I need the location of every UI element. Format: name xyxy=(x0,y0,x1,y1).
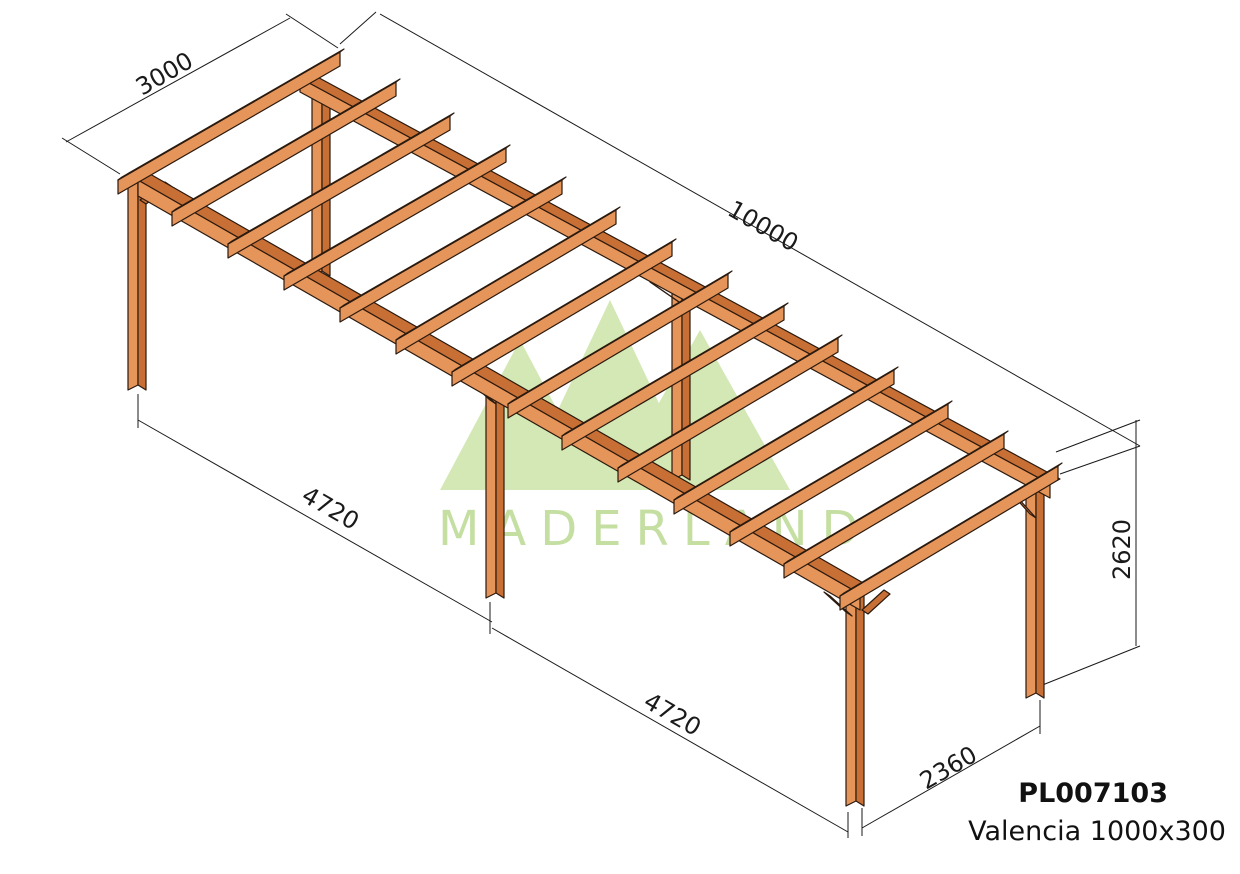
post-front-right xyxy=(845,586,857,807)
rafter-7-top xyxy=(451,238,677,373)
rafter-10-top xyxy=(617,334,843,469)
rafter-8-top xyxy=(507,270,733,405)
post-front-middle xyxy=(485,372,497,599)
dim-width-label: 3000 xyxy=(131,46,198,101)
rafter-4-top xyxy=(283,144,511,277)
product-code: PL007103 xyxy=(1018,778,1168,809)
rafter-5-top xyxy=(339,176,567,309)
post-front-middle-side xyxy=(495,372,505,599)
rafter-11-top xyxy=(673,366,899,501)
brace-front-right-b xyxy=(861,589,891,615)
post-front-left xyxy=(127,176,139,391)
post-back-left xyxy=(311,86,323,277)
rafter-2 xyxy=(171,81,397,227)
post-back-right-side xyxy=(1035,488,1045,699)
rafter-5 xyxy=(339,179,563,323)
rafter-1-top xyxy=(117,48,345,181)
rafter-13-top xyxy=(783,430,1009,565)
rafter-14 xyxy=(839,465,1059,611)
pergola-structure xyxy=(117,48,1063,807)
post-front-right-side xyxy=(855,586,865,807)
product-model: Valencia 1000x300 xyxy=(968,816,1226,847)
rafter-2-top xyxy=(171,78,401,213)
dim-span-right-label: 4720 xyxy=(639,687,706,742)
rafter-9-top xyxy=(561,302,789,437)
post-front-left-side xyxy=(137,176,147,391)
dim-span-left-label: 4720 xyxy=(297,481,364,536)
post-back-right xyxy=(1025,488,1037,699)
dim-length-label: 10000 xyxy=(723,195,803,257)
rafter-3 xyxy=(227,115,451,259)
dim-overhang-label: 2360 xyxy=(915,740,982,795)
post-back-left-side xyxy=(321,86,331,277)
rafter-12-top xyxy=(729,400,953,533)
rafter-6-top xyxy=(395,206,621,341)
rafter-14-top xyxy=(839,462,1063,597)
rafter-3-top xyxy=(227,112,455,245)
dimension-lines xyxy=(61,11,1141,838)
dim-height-label: 2620 xyxy=(1108,519,1136,580)
rafter-6 xyxy=(395,209,617,355)
brace-front-right-a xyxy=(823,591,853,617)
